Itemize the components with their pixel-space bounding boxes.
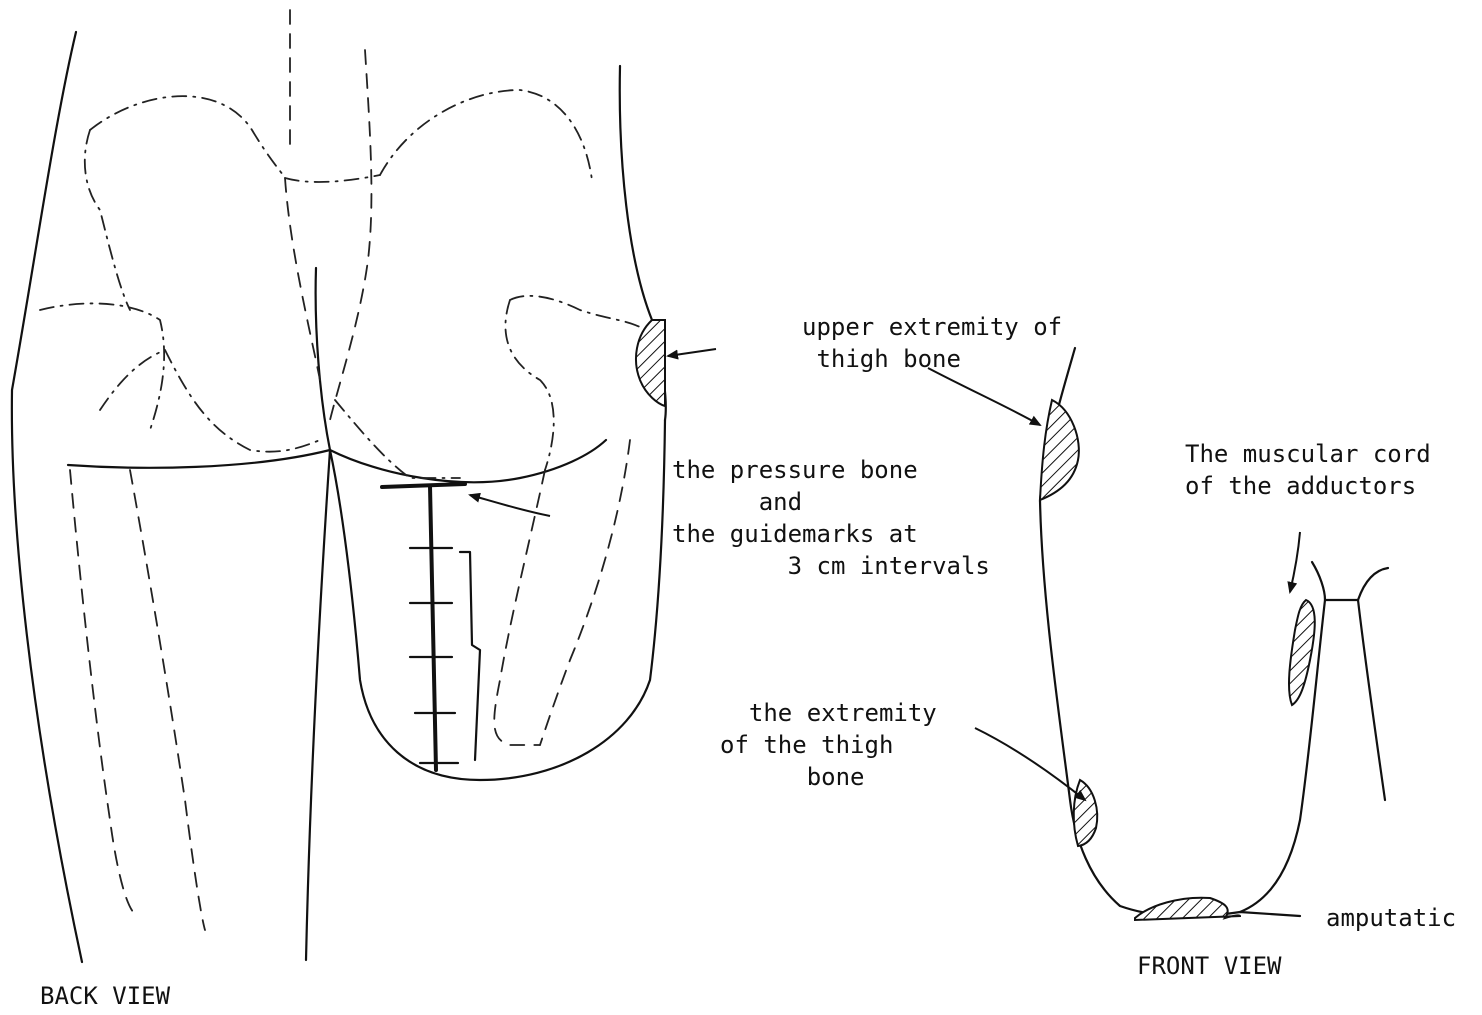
- upper-extremity-label: upper extremity of thigh bone: [802, 311, 1062, 375]
- amputation-scar-area: [1135, 898, 1240, 920]
- left-femur-inner: [130, 470, 205, 930]
- sacrum-line: [285, 175, 380, 182]
- guidemark-axis: [430, 486, 436, 770]
- sacrum-right: [330, 50, 371, 420]
- upper-extremity-arrow: [928, 368, 1040, 425]
- stump-outline: [330, 420, 665, 780]
- pressure-bone-label: the pressure bone and the guidemarks at …: [672, 454, 990, 582]
- adductor-cord-area: [1289, 600, 1315, 705]
- adductor-arrow: [1290, 532, 1300, 592]
- interval-bracket: [460, 552, 480, 760]
- ischium-left: [165, 350, 320, 452]
- groin-line-right: [1358, 568, 1388, 600]
- thigh-extremity-label: the extremity of the thigh bone: [720, 697, 937, 793]
- muscular-cord-label: The muscular cord of the adductors: [1185, 438, 1431, 502]
- upper-thigh-bone-area: [1040, 400, 1079, 500]
- right-hip-joint-inner: [505, 300, 553, 470]
- amputation-label: amputatic: [1326, 902, 1456, 934]
- gluteal-cleft: [316, 268, 330, 450]
- left-hip-joint: [40, 303, 164, 430]
- right-femur-inner: [494, 470, 545, 745]
- left-gluteal-fold: [68, 450, 330, 468]
- hip-pressure-area: [636, 320, 665, 406]
- front-view-caption: FRONT VIEW: [1137, 950, 1282, 982]
- groin-line-left: [1312, 562, 1325, 600]
- back-view-caption: BACK VIEW: [40, 980, 170, 1012]
- right-iliac-crest: [380, 90, 592, 180]
- pressure-bone-line: [382, 484, 465, 487]
- left-leg-inner-line: [306, 450, 330, 960]
- right-hip-joint: [510, 296, 645, 330]
- left-hip-joint-inner: [100, 350, 165, 410]
- thigh-bone-extremity-area: [1074, 780, 1097, 846]
- left-hip-outline: [12, 32, 82, 962]
- right-gluteal-fold: [330, 440, 606, 482]
- left-femur-outer: [70, 470, 140, 915]
- left-iliac-side: [85, 130, 130, 310]
- other-leg-line: [1358, 600, 1385, 800]
- ischium-right: [335, 400, 460, 478]
- front-view-figure: [928, 348, 1388, 920]
- back-view-figure: [12, 10, 716, 962]
- left-iliac-crest: [90, 96, 285, 178]
- hip-pointer-arrow: [668, 349, 716, 356]
- right-femur-outer: [540, 440, 630, 745]
